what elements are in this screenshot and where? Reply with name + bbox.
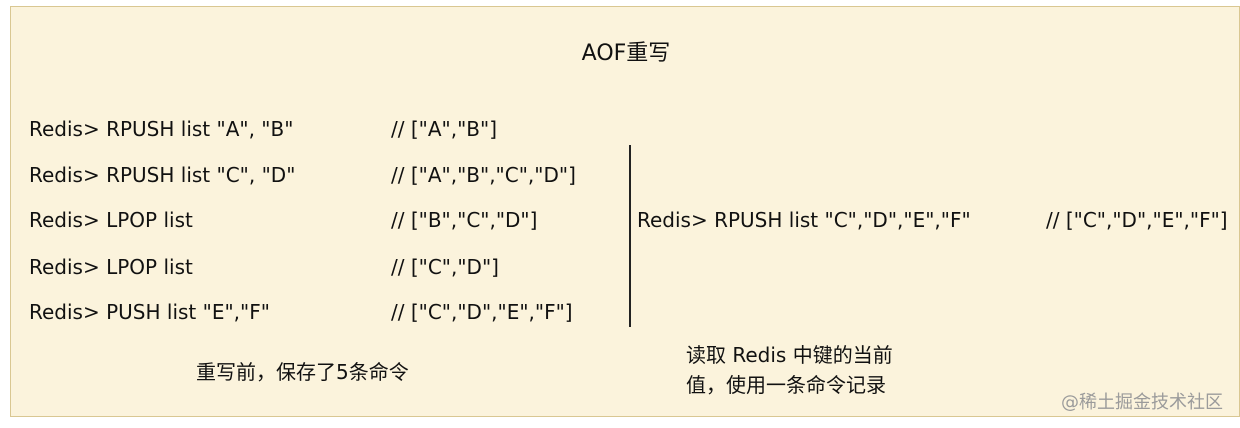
watermark: @稀土掘金技术社区 xyxy=(1061,392,1223,413)
result-2: // ["A","B","C","D"] xyxy=(391,163,576,187)
result-1: // ["A","B"] xyxy=(391,117,497,141)
command-5: Redis> PUSH list "E","F" xyxy=(29,300,270,324)
command-2: Redis> RPUSH list "C", "D" xyxy=(29,163,296,187)
result-5: // ["C","D","E","F"] xyxy=(391,300,573,324)
before-rewrite-caption: 重写前，保存了5条命令 xyxy=(196,360,409,384)
command-1: Redis> RPUSH list "A", "B" xyxy=(29,117,294,141)
result-4: // ["C","D"] xyxy=(391,255,499,279)
after-rewrite-caption-line-2: 值，使用一条命令记录 xyxy=(686,373,886,397)
rewritten-result: // ["C","D","E","F"] xyxy=(1046,208,1228,232)
diagram-title: AOF重写 xyxy=(581,41,671,66)
rewritten-command: Redis> RPUSH list "C","D","E","F" xyxy=(637,208,971,232)
result-3: // ["B","C","D"] xyxy=(391,208,538,232)
aof-rewrite-diagram: AOF重写 Redis> RPUSH list "A", "B" // ["A"… xyxy=(10,6,1240,417)
after-rewrite-caption-line-1: 读取 Redis 中键的当前 xyxy=(686,343,893,367)
command-4: Redis> LPOP list xyxy=(29,255,193,279)
vertical-divider xyxy=(629,145,631,327)
command-3: Redis> LPOP list xyxy=(29,208,193,232)
